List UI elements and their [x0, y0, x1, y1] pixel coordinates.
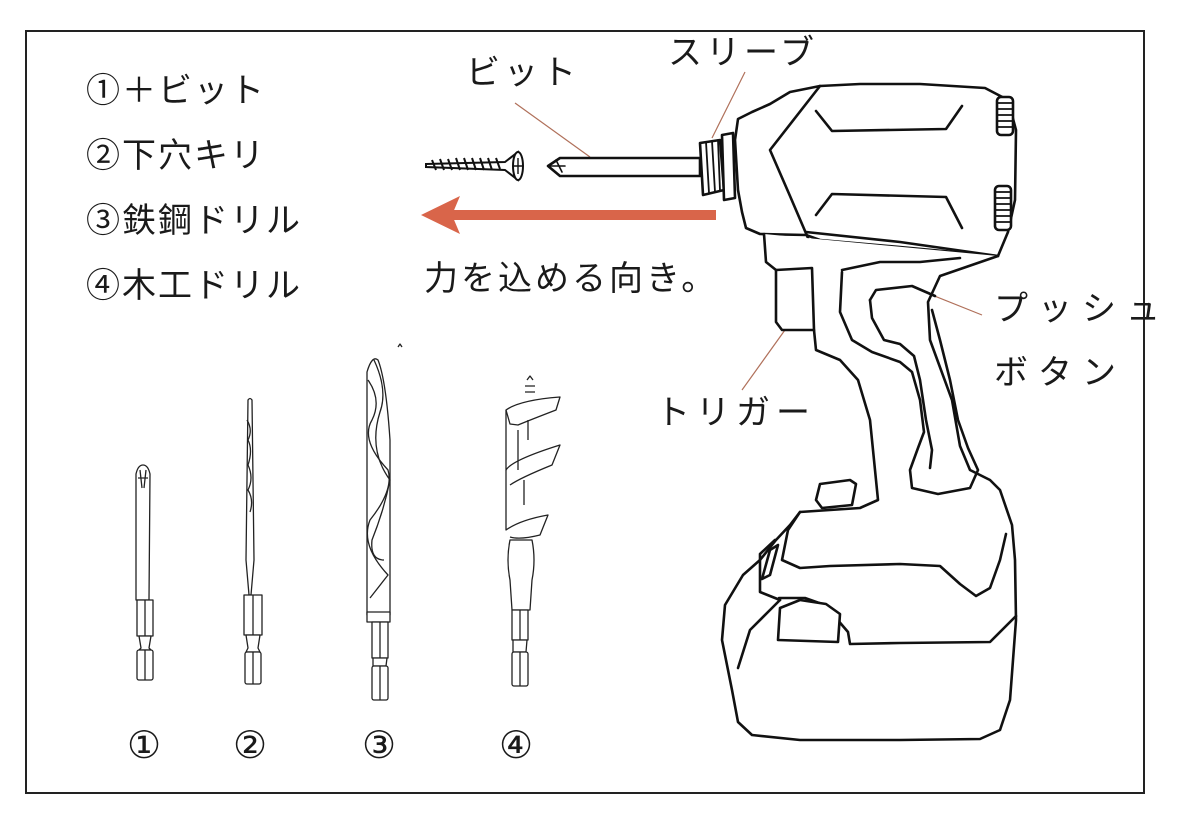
legend-label: 鉄鋼ドリル [122, 201, 302, 241]
callout-push-button-line2: ボタン [994, 353, 1126, 393]
legend-marker: ④ [86, 266, 122, 306]
pilot-drill-icon [243, 397, 263, 685]
callout-sleeve: スリーブ [668, 33, 818, 73]
legend-marker: ② [86, 136, 122, 176]
callout-bit: ビット [466, 53, 580, 93]
legend-marker: ① [86, 71, 122, 111]
drill-bits [135, 343, 561, 701]
phillips-bit-icon [135, 464, 154, 681]
bit-legend: ①＋ビット ②下穴キリ ③鉄鋼ドリル ④木工ドリル [86, 74, 302, 334]
arrow-left-icon [421, 196, 716, 234]
leader-line-sleeve [711, 71, 746, 139]
steel-drill-icon [366, 343, 403, 701]
callout-force-direction: 力を込める向き。 [424, 259, 719, 299]
callout-push-button-line1: プッシュ [994, 289, 1170, 329]
wood-drill-icon [505, 375, 561, 687]
legend-label: ＋ビット [122, 71, 266, 111]
legend-marker: ③ [86, 201, 122, 241]
bit-number-1: ① [127, 723, 162, 767]
legend-label: 下穴キリ [122, 136, 266, 176]
legend-label: 木工ドリル [122, 266, 302, 306]
screw-icon [425, 150, 524, 182]
legend-item-phillips-bit: ①＋ビット [86, 74, 302, 108]
impact-driver-icon [546, 82, 1018, 742]
callout-trigger: トリガー [656, 393, 816, 433]
bit-number-4: ④ [499, 723, 534, 767]
legend-item-wood-drill: ④木工ドリル [86, 269, 302, 303]
diagram-frame [25, 30, 1145, 794]
leader-line-bit [514, 102, 591, 158]
legend-item-pilot-drill: ②下穴キリ [86, 139, 302, 173]
legend-item-steel-drill: ③鉄鋼ドリル [86, 204, 302, 238]
bit-number-3: ③ [362, 723, 397, 767]
bit-number-2: ② [233, 723, 268, 767]
